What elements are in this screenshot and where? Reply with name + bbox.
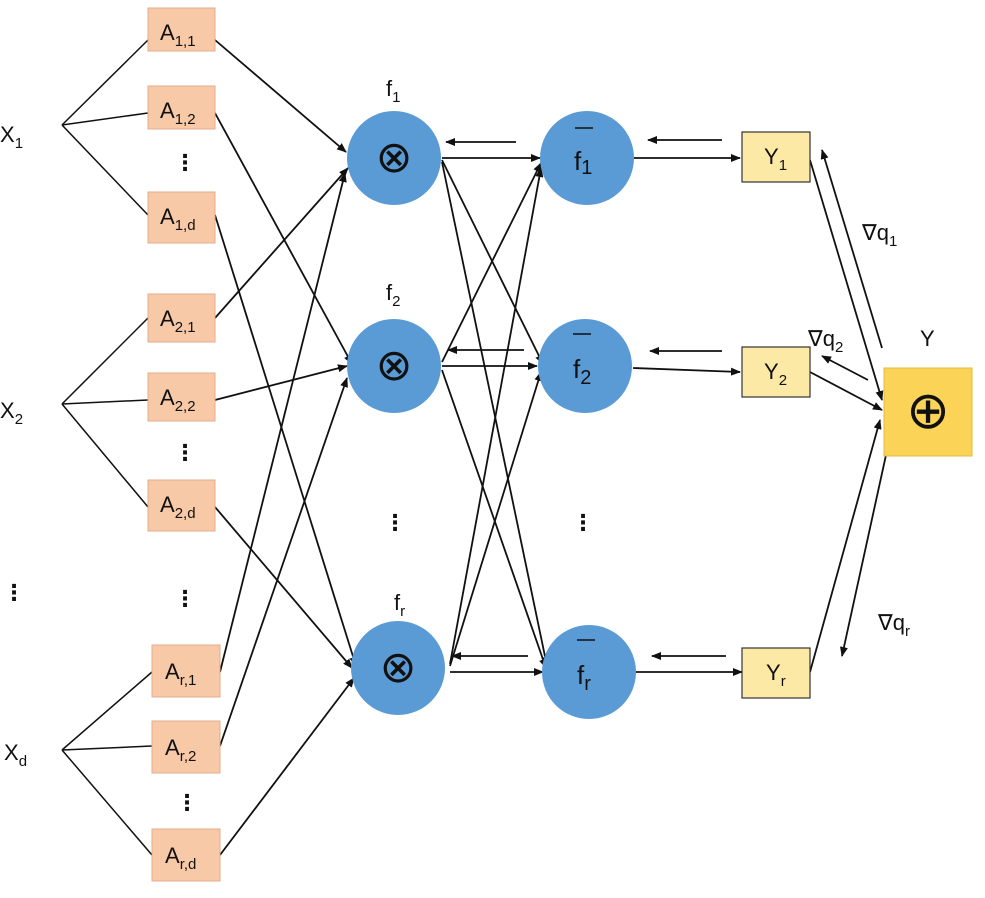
fbar-node: f2 [538,319,632,413]
input-fan-lines [61,39,153,856]
svg-text:A1,2: A1,2 [160,98,196,128]
fbar-node: fr [542,625,636,719]
svg-text:A2,1: A2,1 [160,306,196,336]
gradient-label-qr: ∇qr [877,610,910,640]
product-node: f2 ⊗ [347,280,441,413]
y-node: Y1 [741,131,811,183]
a-node: A1,d [147,191,216,244]
gradient-label-q1: ∇q1 [861,220,897,250]
svg-text:⊕: ⊕ [906,381,950,441]
product-node: f1 ⊗ [347,76,441,205]
a-to-product-arrows [214,39,358,856]
a-node: Ar,1 [151,644,221,698]
gradient-label-q2: ∇q2 [807,326,843,356]
svg-text:⊗: ⊗ [380,642,417,693]
a-node: A2,1 [147,293,216,343]
svg-text:fr: fr [577,660,591,695]
svg-text:A1,d: A1,d [160,204,196,234]
product-ellipsis: ⋮ [384,511,406,536]
a-group2-ellipsis: ⋮ [174,441,196,466]
product-node: fr ⊗ [351,590,445,715]
a-node: A2,2 [147,372,216,422]
input-label-xd: Xd [4,740,27,770]
svg-text:f1: f1 [574,146,592,179]
a-node: A1,2 [147,85,216,130]
svg-text:fr: fr [394,590,405,620]
backward-arrows-fbar-to-product [445,138,528,660]
fbar-y-arrows [632,136,743,676]
a-group3-ellipsis: ⋮ [176,791,198,816]
svg-text:f1: f1 [386,76,400,106]
a-group1-ellipsis: ⋮ [174,151,196,176]
svg-text:⊗: ⊗ [376,132,413,183]
a-node: A2,d [147,479,216,532]
svg-text:A2,d: A2,d [160,492,196,522]
fbar-node: f1 [540,111,634,205]
product-to-fbar-arrows [441,154,550,676]
input-label-x1: X1 [0,122,23,152]
a-node: Ar,d [151,828,221,882]
svg-text:Ar,2: Ar,2 [165,735,196,765]
y-sum-arrows [809,149,887,673]
y-node: Y2 [741,346,811,398]
svg-text:Y1: Y1 [764,144,787,174]
svg-text:A2,2: A2,2 [160,385,196,415]
y-node: Yr [741,647,811,699]
input-ellipsis: ⋮ [3,581,25,606]
a-middle-ellipsis: ⋮ [174,587,196,612]
svg-text:Y2: Y2 [764,359,787,389]
svg-text:A1,1: A1,1 [160,20,196,50]
svg-text:Ar,d: Ar,d [165,843,196,873]
svg-text:f2: f2 [573,354,591,389]
a-node: A1,1 [147,7,216,52]
fbar-ellipsis: ⋮ [572,511,594,536]
input-label-x2: X2 [0,398,23,428]
svg-text:f2: f2 [386,280,400,310]
sum-node: Y ⊕ [883,326,973,457]
a-node: Ar,2 [151,720,221,774]
svg-text:Y: Y [920,326,935,351]
svg-text:⊗: ⊗ [376,340,413,391]
svg-text:Yr: Yr [766,660,786,690]
svg-text:Ar,1: Ar,1 [165,659,196,689]
